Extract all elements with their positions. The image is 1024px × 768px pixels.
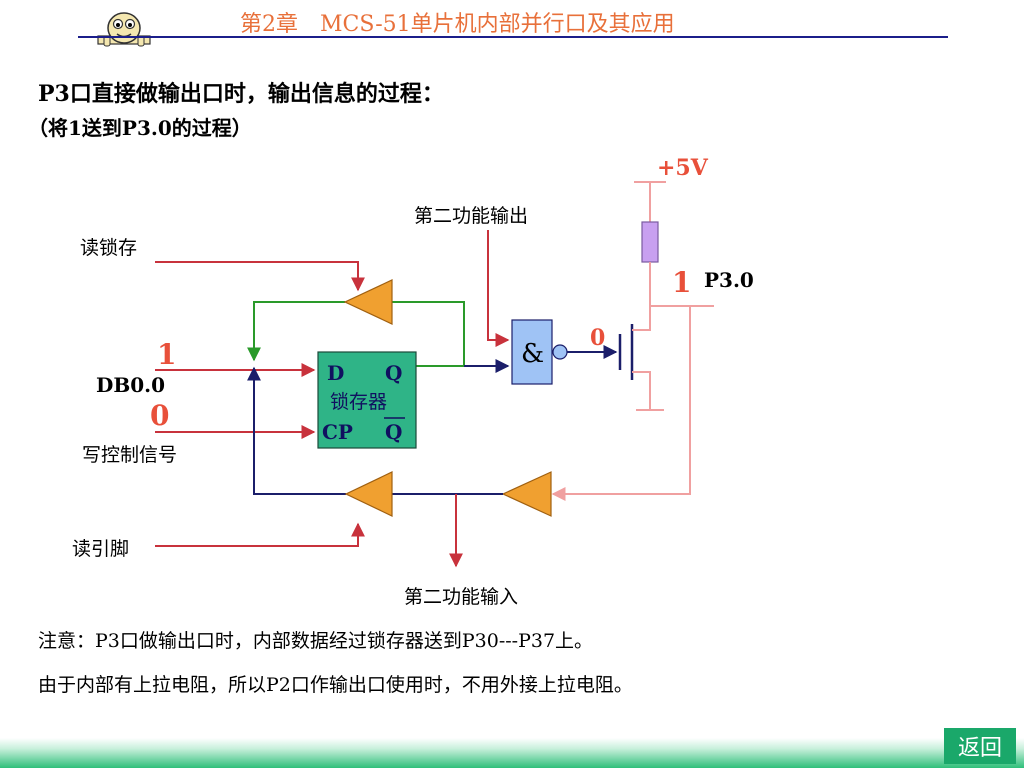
intro-heading: P3口直接做输出口时，输出信息的过程： bbox=[38, 81, 444, 107]
fet-source-wire bbox=[632, 371, 651, 410]
and-gate-inverter-bubble bbox=[552, 344, 568, 360]
input-buffer bbox=[501, 471, 552, 517]
latch-read-wire bbox=[247, 301, 345, 362]
note-line-1: 注意：P3口做输出口时，内部数据经过锁存器送到P30---P37上。 bbox=[38, 630, 594, 652]
latch-name-label: 锁存器 bbox=[330, 391, 387, 413]
page-title: 第2章 MCS-51单片机内部并行口及其应用 bbox=[240, 12, 675, 37]
latch-box bbox=[317, 351, 417, 449]
pin-name: P3.0 bbox=[704, 268, 754, 292]
write-ctrl-label: 写控制信号 bbox=[82, 444, 177, 466]
header-divider bbox=[78, 36, 948, 38]
and-gate bbox=[511, 319, 553, 385]
q-feedback-wire bbox=[392, 301, 465, 367]
latch-d-label: D bbox=[327, 361, 344, 385]
latch-qbar-label: Q bbox=[385, 420, 402, 444]
and-gate-symbol: & bbox=[521, 339, 544, 369]
second-func-out-wire bbox=[487, 230, 510, 347]
second-func-out-label: 第二功能输出 bbox=[414, 205, 528, 227]
bottom-gradient-bar bbox=[0, 738, 1024, 768]
read-pin-wire bbox=[155, 522, 365, 547]
latch-cp-label: CP bbox=[322, 420, 353, 444]
pin-feedback-wire bbox=[551, 306, 691, 501]
p3-port-circuit-diagram: 读锁存 第二功能输出 1 DB0.0 0 写控制信号 读引脚 第二功能输入 +5… bbox=[72, 155, 754, 608]
fet-drain-wire bbox=[632, 306, 651, 331]
latch-q-label: Q bbox=[385, 361, 402, 385]
read-pin-bus-wire bbox=[247, 366, 346, 495]
second-func-in-label: 第二功能输入 bbox=[404, 586, 518, 608]
pin-value: 1 bbox=[672, 266, 691, 299]
read-pin-buffer bbox=[344, 471, 393, 517]
read-latch-label: 读锁存 bbox=[80, 237, 137, 259]
db-label: DB0.0 bbox=[96, 373, 165, 397]
return-button[interactable]: 返回 bbox=[944, 728, 1016, 764]
db-value: 1 bbox=[157, 338, 176, 371]
vcc-label: +5V bbox=[657, 155, 709, 181]
write-ctrl-value: 0 bbox=[150, 399, 169, 432]
pullup-resistor bbox=[641, 221, 659, 263]
gate-out-value: 0 bbox=[590, 325, 605, 351]
intro-subheading: （将1送到P3.0的过程） bbox=[28, 116, 252, 140]
read-latch-buffer bbox=[343, 279, 393, 325]
read-latch-wire bbox=[155, 261, 365, 292]
read-pin-label: 读引脚 bbox=[72, 538, 129, 560]
note-line-2: 由于内部有上拉电阻，所以P2口作输出口使用时，不用外接上拉电阻。 bbox=[38, 674, 633, 696]
cartoon-face-icon bbox=[94, 10, 154, 48]
